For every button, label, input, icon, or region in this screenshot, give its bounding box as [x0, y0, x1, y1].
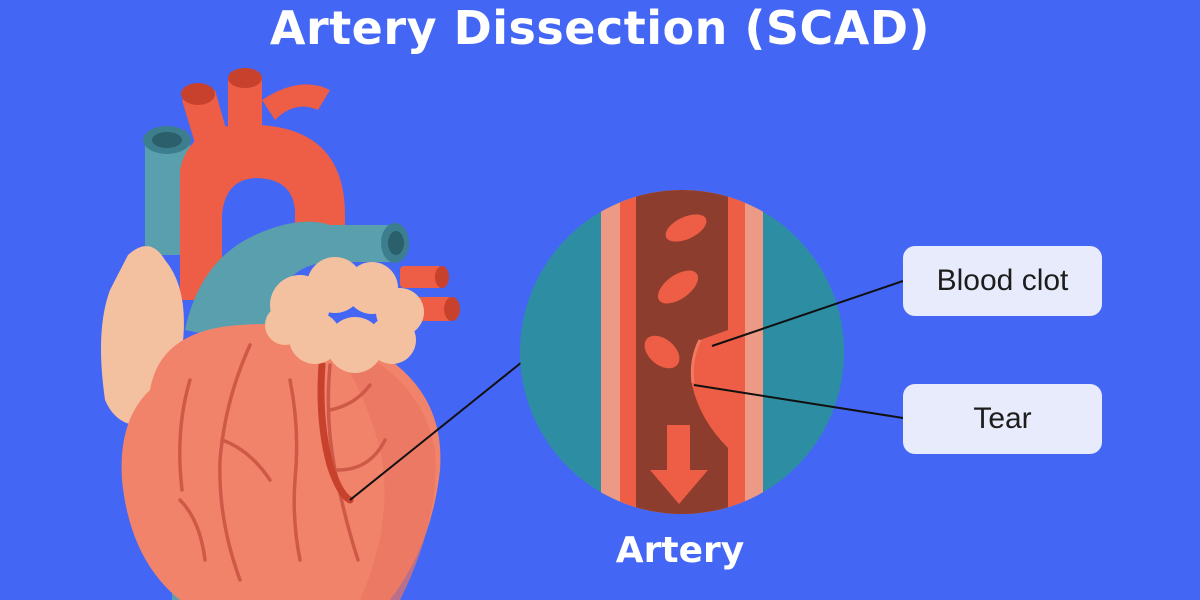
superior-vena-cava — [145, 142, 190, 255]
left-atrium-fat — [265, 257, 424, 373]
blood-clot-leader — [711, 280, 904, 347]
page-title: Artery Dissection (SCAD) — [269, 1, 931, 55]
heart-illustration — [101, 68, 460, 600]
tear-label: Tear — [903, 384, 1102, 454]
blood-flow-arrow — [650, 425, 708, 504]
artery-magnifier — [520, 190, 844, 514]
tear-leader — [693, 384, 904, 419]
aortic-branch-3 — [262, 84, 330, 120]
dissection-flap — [691, 330, 728, 448]
coronary-vessels — [178, 343, 387, 582]
pulmonary-trunk — [185, 221, 395, 345]
artery-label: Artery — [615, 530, 745, 571]
coronary-artery — [317, 361, 354, 504]
pulmonary-vein-1 — [400, 266, 442, 288]
magnifier-line — [349, 361, 523, 501]
blood-clot-label: Blood clot — [903, 246, 1102, 316]
aortic-arch — [180, 124, 345, 300]
red-blood-cells — [644, 214, 707, 369]
